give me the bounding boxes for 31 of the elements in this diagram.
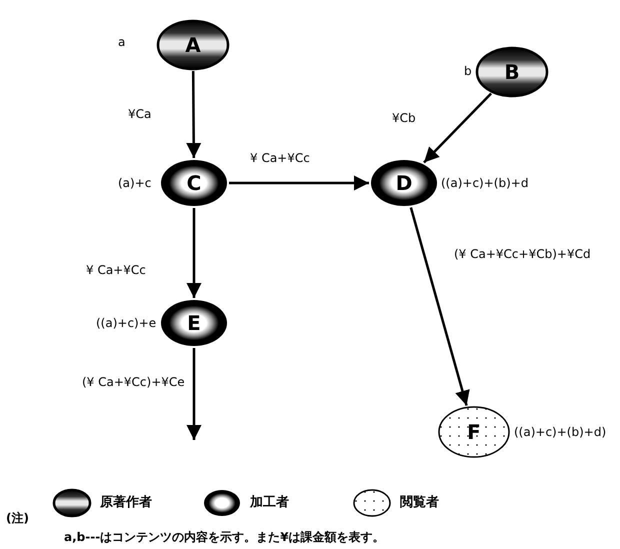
note-heading: (注) [6, 510, 29, 527]
author-ellipse [475, 46, 549, 98]
node-letter: D [396, 173, 412, 193]
processor-ellipse [159, 298, 229, 348]
author-ellipse [156, 19, 230, 71]
arrow [186, 348, 202, 440]
arrow [423, 92, 492, 164]
legend-text: 原著作者 [100, 494, 152, 512]
arrow [229, 176, 369, 190]
edge-label: (¥ Ca+¥Cc+¥Cb)+¥Cd [454, 246, 591, 262]
node-annotation: ((a)+c)+(b)+d [441, 175, 528, 192]
viewer-ellipse [437, 405, 511, 459]
arrow [186, 208, 202, 298]
node-letter: E [187, 313, 201, 333]
legend-text: 加工者 [250, 494, 289, 512]
node-annotation: ((a)+c)+e [96, 315, 156, 332]
node-annotation: (a)+c [118, 175, 152, 192]
arrow [186, 71, 202, 158]
node-letter: A [185, 35, 201, 55]
node-letter: B [504, 62, 520, 82]
node-letter: F [467, 422, 481, 442]
processor-ellipse [159, 158, 229, 208]
note-text: a,b---はコンテンツの内容を示す。また¥は課金額を表す。 [64, 529, 385, 546]
node-annotation: a [118, 34, 126, 51]
arrow [410, 207, 470, 406]
legend-text: 閲覧者 [400, 494, 439, 512]
node-annotation: b [464, 63, 472, 80]
edge-label: (¥ Ca+¥Cc)+¥Ce [82, 374, 185, 390]
node-annotation: ((a)+c)+(b)+d) [514, 424, 606, 441]
node-letter: C [186, 173, 202, 193]
processor-ellipse [369, 158, 439, 208]
